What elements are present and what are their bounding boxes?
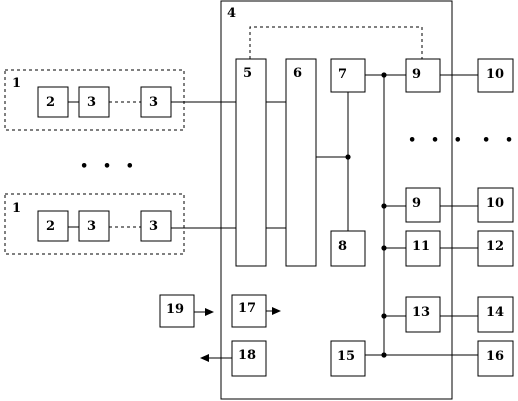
label-8: 8 [338, 239, 347, 254]
label-4: 4 [227, 6, 236, 21]
label-16: 16 [486, 349, 504, 364]
label-18: 18 [238, 348, 256, 363]
block-5 [235, 58, 267, 267]
block-18 [231, 340, 267, 377]
ellipsis-inner: • • • [408, 133, 467, 148]
label-17: 17 [238, 301, 256, 316]
label-group-1-bottom: 1 [12, 201, 21, 216]
block-12 [477, 230, 514, 267]
label-10-bottom: 10 [486, 196, 504, 211]
label-19: 19 [166, 302, 184, 317]
block-13 [405, 296, 441, 333]
ellipsis-outer: • • • [482, 133, 518, 148]
label-3a-bottom: 3 [87, 219, 96, 234]
label-15: 15 [337, 349, 355, 364]
label-3a-top: 3 [87, 95, 96, 110]
label-3b-top: 3 [149, 95, 158, 110]
label-9-bottom: 9 [412, 196, 421, 211]
block-17 [231, 294, 267, 328]
block-3a-top [78, 86, 110, 118]
arrow-17 [272, 307, 281, 315]
block-2-bottom [37, 210, 69, 242]
label-13: 13 [412, 305, 430, 320]
label-2-top: 2 [46, 95, 55, 110]
block-16 [477, 340, 514, 377]
label-group-1-top: 1 [12, 76, 21, 91]
arrow-19 [205, 308, 214, 316]
bus-junction-7 [381, 72, 387, 78]
block-14 [477, 296, 514, 333]
block-7 [330, 58, 366, 93]
label-6: 6 [293, 66, 302, 81]
junction-7-8 [345, 154, 351, 160]
block-10-top [477, 58, 514, 93]
ellipsis-groups: • • • [80, 159, 139, 174]
block-6 [285, 58, 317, 267]
block-11 [405, 230, 441, 267]
label-12: 12 [486, 239, 504, 254]
label-2-bottom: 2 [46, 219, 55, 234]
block-3a-bottom [78, 210, 110, 242]
block-2-top [37, 86, 69, 118]
label-9-top: 9 [412, 67, 421, 82]
block-9-bottom [405, 187, 441, 223]
label-10-top: 10 [486, 67, 504, 82]
block-19 [159, 294, 195, 328]
block-8 [330, 230, 366, 267]
label-5: 5 [243, 66, 252, 81]
block-10-bottom [477, 187, 514, 223]
block-15 [330, 340, 366, 377]
label-14: 14 [486, 305, 504, 320]
block-9-top [405, 58, 441, 93]
label-11: 11 [412, 239, 430, 254]
label-7: 7 [338, 67, 347, 82]
arrow-18 [200, 354, 209, 362]
block-3b-top [140, 86, 172, 118]
label-3b-bottom: 3 [149, 219, 158, 234]
block-3b-bottom [140, 210, 172, 242]
